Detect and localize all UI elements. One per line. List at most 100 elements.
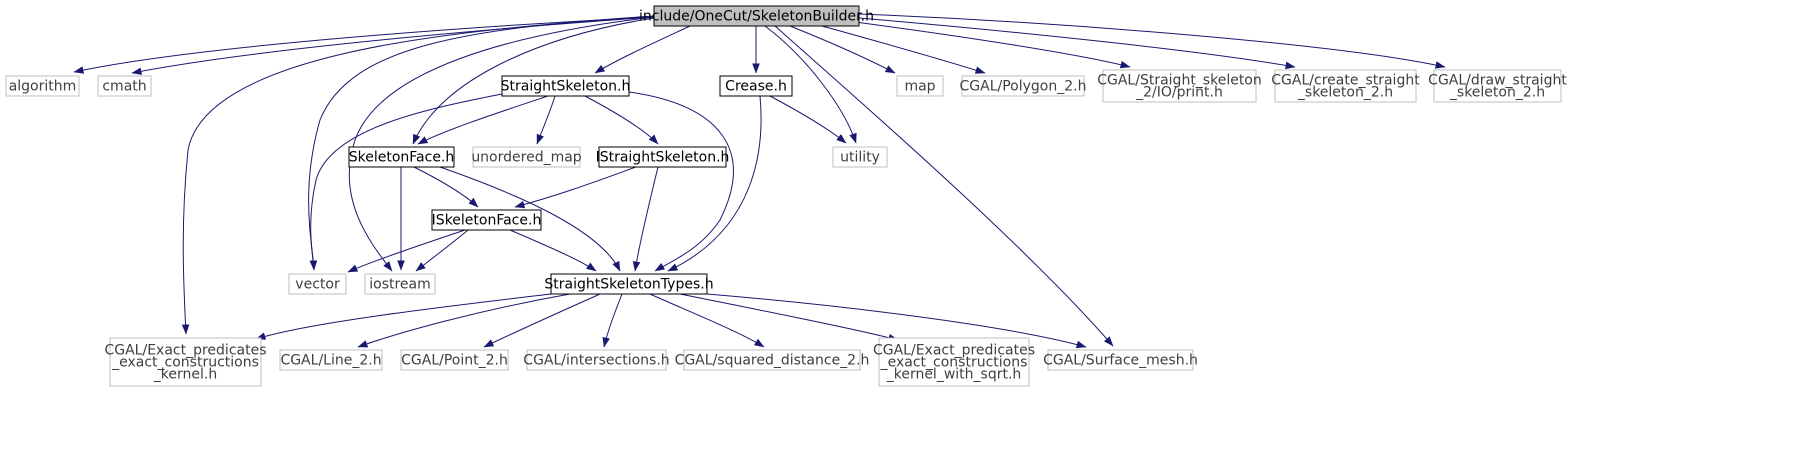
edge-root-to-drawss xyxy=(858,13,1446,69)
node-box-cmath xyxy=(97,75,152,97)
node-label-iskeletonface: ISkeletonFace.h xyxy=(432,213,542,229)
node-box-surfacemesh xyxy=(1047,349,1194,371)
node-label-epecksqrt: _exact_constructions xyxy=(880,355,1028,371)
edge-sstypes-to-line2 xyxy=(357,293,571,348)
node-iskeletonface[interactable]: ISkeletonFace.h xyxy=(431,209,542,231)
node-label-drawss: _skeleton_2.h xyxy=(1449,85,1545,101)
node-algorithm: algorithm xyxy=(5,75,80,97)
node-box-istraightskeleton xyxy=(598,146,727,168)
node-label-ssprint: CGAL/Straight_skeleton xyxy=(1097,72,1262,88)
node-label-straightskeleton: StraightSkeleton.h xyxy=(501,79,631,95)
edge-straightskeleton-to-istraightskeleton xyxy=(584,95,659,145)
node-label-intersections: CGAL/intersections.h xyxy=(523,353,669,369)
node-box-drawss xyxy=(1433,69,1562,103)
node-skeletonface[interactable]: SkeletonFace.h xyxy=(348,146,455,168)
node-root[interactable]: include/OneCut/SkeletonBuilder.h xyxy=(639,5,874,27)
node-label-epeck: CGAL/Exact_predicates xyxy=(104,342,266,358)
edge-iskeletonface-to-sstypes xyxy=(509,229,597,272)
node-label-line2: CGAL/Line_2.h xyxy=(280,353,381,369)
node-label-ssprint: _2/IO/print.h xyxy=(1135,85,1223,101)
edge-straightskeleton-to-sstypes xyxy=(628,91,734,272)
node-istraightskeleton[interactable]: IStraightSkeleton.h xyxy=(596,146,730,168)
node-label-root: include/OneCut/SkeletonBuilder.h xyxy=(639,9,874,25)
node-sqdist: CGAL/squared_distance_2.h xyxy=(675,349,870,371)
node-label-epecksqrt: _kernel_with_sqrt.h xyxy=(886,367,1022,383)
edge-straightskeleton-to-skeletonface xyxy=(417,95,549,145)
edge-root-to-skeletonface xyxy=(412,17,655,145)
node-point2: CGAL/Point_2.h xyxy=(400,349,509,371)
edge-root-to-utility xyxy=(764,25,857,144)
node-drawss: CGAL/draw_straight_skeleton_2.h xyxy=(1428,69,1567,103)
node-polygon2: CGAL/Polygon_2.h xyxy=(960,75,1087,97)
node-label-createss: _skeleton_2.h xyxy=(1297,85,1393,101)
node-ssprint: CGAL/Straight_skeleton_2/IO/print.h xyxy=(1097,69,1262,103)
edge-root-to-iostream xyxy=(348,16,655,272)
node-label-epeck: _kernel.h xyxy=(153,367,217,383)
node-box-iostream xyxy=(364,273,436,295)
node-label-iostream: iostream xyxy=(369,277,431,293)
node-line2: CGAL/Line_2.h xyxy=(279,349,383,371)
edge-sstypes-to-sqdist xyxy=(649,293,765,348)
node-surfacemesh: CGAL/Surface_mesh.h xyxy=(1043,349,1198,371)
node-box-straightskeleton xyxy=(501,75,630,97)
edge-straightskeleton-to-vector xyxy=(309,93,503,271)
node-box-crease xyxy=(719,75,793,97)
edge-root-to-ssprint xyxy=(854,21,1131,69)
node-box-epecksqrt xyxy=(878,337,1030,387)
node-box-root xyxy=(653,5,860,27)
node-epecksqrt: CGAL/Exact_predicates_exact_construction… xyxy=(873,337,1035,387)
node-label-vector: vector xyxy=(295,277,340,293)
node-box-map xyxy=(896,75,944,97)
node-label-cmath: cmath xyxy=(102,79,146,95)
node-box-sstypes xyxy=(550,273,708,295)
edge-iskeletonface-to-iostream xyxy=(415,229,469,272)
node-crease[interactable]: Crease.h xyxy=(719,75,793,97)
edge-sstypes-to-intersections xyxy=(602,293,623,348)
edge-straightskeleton-to-unordered_map xyxy=(536,95,556,145)
node-iostream: iostream xyxy=(364,273,436,295)
edge-root-to-epeck xyxy=(181,16,655,335)
node-box-polygon2 xyxy=(961,75,1085,97)
edge-root-to-createss xyxy=(858,17,1296,70)
node-box-epeck xyxy=(109,337,262,387)
node-utility: utility xyxy=(832,146,888,168)
edge-sstypes-to-epecksqrt xyxy=(679,293,899,342)
node-label-drawss: CGAL/draw_straight xyxy=(1428,72,1567,88)
edge-crease-to-sstypes xyxy=(667,95,762,272)
node-label-polygon2: CGAL/Polygon_2.h xyxy=(960,79,1087,95)
node-createss: CGAL/create_straight_skeleton_2.h xyxy=(1271,69,1420,103)
node-box-sqdist xyxy=(683,349,861,371)
node-intersections: CGAL/intersections.h xyxy=(523,349,670,371)
edge-skeletonface-to-sstypes xyxy=(439,166,621,272)
node-cmath: cmath xyxy=(97,75,152,97)
node-label-point2: CGAL/Point_2.h xyxy=(401,353,508,369)
node-box-line2 xyxy=(279,349,383,371)
node-box-createss xyxy=(1274,69,1417,103)
node-label-sqdist: CGAL/squared_distance_2.h xyxy=(675,353,870,369)
node-label-surfacemesh: CGAL/Surface_mesh.h xyxy=(1043,353,1198,369)
node-box-intersections xyxy=(526,349,667,371)
edge-root-to-straightskeleton xyxy=(594,25,691,74)
node-label-epeck: _exact_constructions xyxy=(111,355,259,371)
node-label-sstypes: StraightSkeletonTypes.h xyxy=(544,277,713,293)
node-epeck: CGAL/Exact_predicates_exact_construction… xyxy=(104,337,267,387)
node-straightskeleton[interactable]: StraightSkeleton.h xyxy=(501,75,631,97)
edge-istraightskeleton-to-iskeletonface xyxy=(514,166,637,209)
node-map: map xyxy=(896,75,944,97)
node-label-skeletonface: SkeletonFace.h xyxy=(349,150,455,166)
edge-skeletonface-to-iskeletonface xyxy=(413,166,479,208)
edge-sstypes-to-point2 xyxy=(483,293,601,348)
edge-iskeletonface-to-vector xyxy=(347,229,466,273)
edge-istraightskeleton-to-sstypes xyxy=(632,166,659,272)
node-sstypes[interactable]: StraightSkeletonTypes.h xyxy=(544,273,714,295)
edge-root-to-cmath xyxy=(131,16,655,75)
node-label-crease: Crease.h xyxy=(725,79,787,95)
edge-root-to-algorithm xyxy=(73,16,655,74)
edge-crease-to-utility xyxy=(769,95,847,144)
node-label-utility: utility xyxy=(840,150,880,166)
edge-root-to-surfacemesh xyxy=(774,25,1114,347)
edge-root-to-vector xyxy=(308,15,655,271)
node-label-epecksqrt: CGAL/Exact_predicates xyxy=(873,342,1035,358)
node-box-iskeletonface xyxy=(431,209,542,231)
